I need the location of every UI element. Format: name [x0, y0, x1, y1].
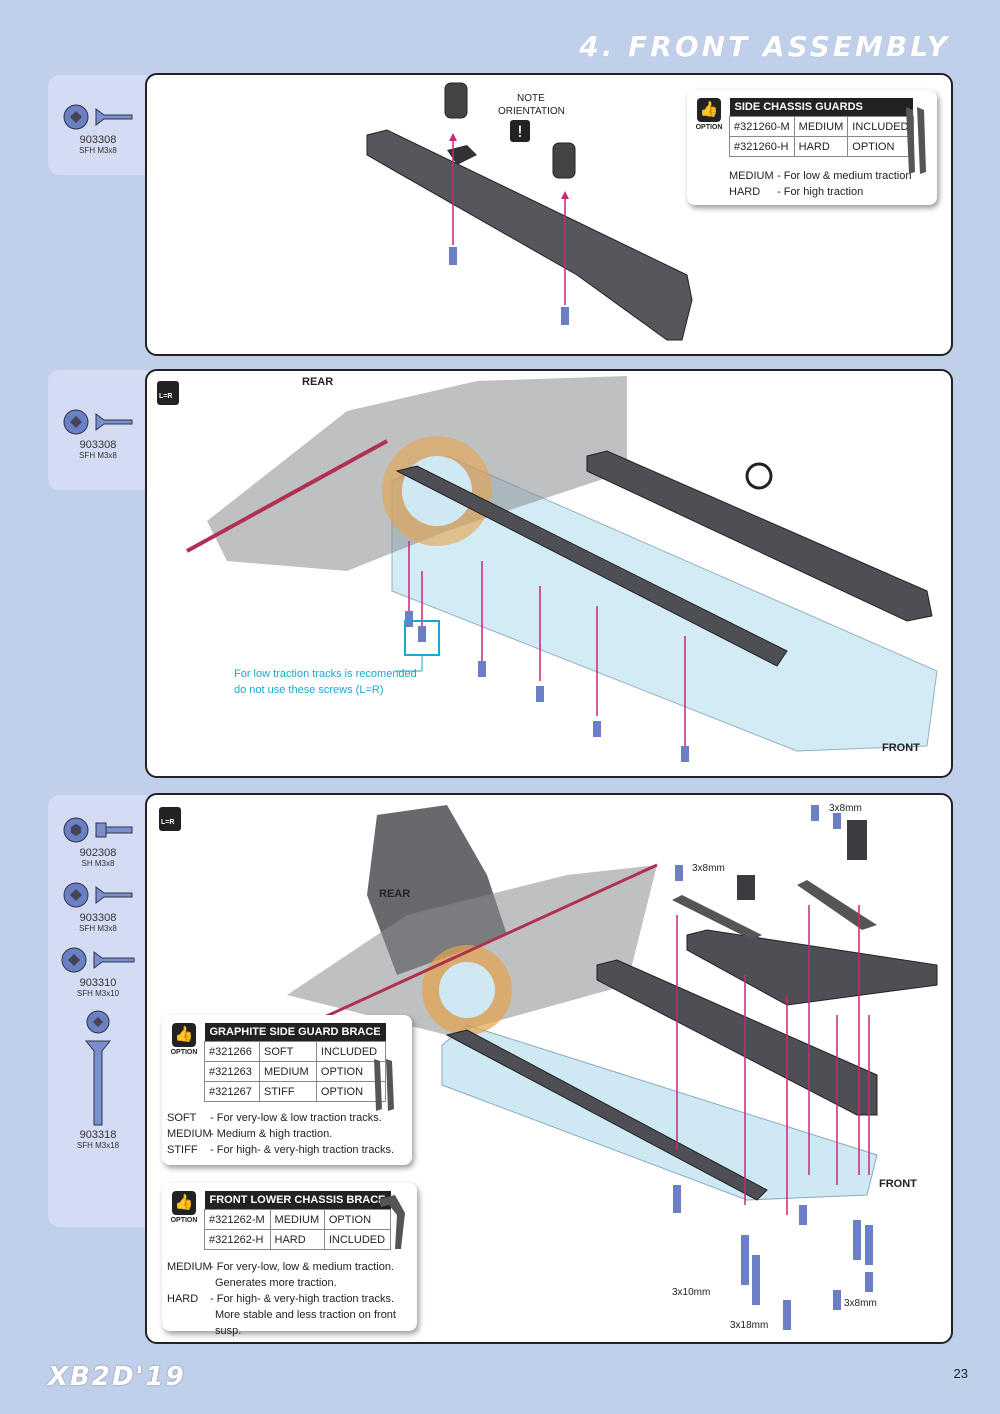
note-line1: NOTE: [517, 93, 545, 104]
option-descriptions: MEDIUM- For very-low, low & medium tract…: [167, 1261, 396, 1337]
option-table-title: SIDE CHASSIS GUARDS: [729, 98, 913, 117]
thumbs-up-icon: 👍: [172, 1023, 196, 1047]
table-row: #321260-M MEDIUM INCLUDED: [729, 116, 914, 137]
step3-panel: L=R REAR FRONT 3x8mm 3x8mm 3x10mm 3x18mm…: [145, 793, 953, 1344]
rear-label: REAR: [302, 376, 334, 388]
front-label: FRONT: [882, 742, 920, 754]
note-line2: ORIENTATION: [498, 106, 565, 117]
screw-head-icon: [63, 882, 89, 908]
screw-side-icon: [95, 413, 133, 431]
screw-code: 903308: [79, 134, 117, 146]
front-lower-chassis-brace-box: 👍 OPTION FRONT LOWER CHASSIS BRACE #3212…: [162, 1183, 417, 1337]
screw-side-icon: [93, 951, 135, 969]
option-table: GRAPHITE SIDE GUARD BRACE #321266 SOFT I…: [204, 1023, 387, 1102]
screw-902308: 902308 SH M3x8: [48, 813, 148, 868]
step1-screw-sidebar: 903308 SFH M3x8: [48, 75, 148, 175]
side-chassis-guards-option-box: 👍 OPTION SIDE CHASSIS GUARDS #321260-M M…: [687, 90, 937, 205]
long-screw-side-icon: [84, 1040, 112, 1126]
lr-badge: L=R: [161, 819, 175, 826]
dim-label-3x10: 3x10mm: [672, 1287, 711, 1298]
page-number: 23: [953, 1366, 968, 1381]
step3-screw-sidebar: 902308 SH M3x8 903308 SFH M3x8 903310 SF…: [48, 795, 148, 1227]
rear-label: REAR: [379, 888, 411, 900]
option-badge: 👍 OPTION: [168, 1023, 200, 1056]
thumbs-up-icon: 👍: [697, 98, 721, 122]
product-logo: XB2D'19: [48, 1362, 186, 1392]
side-chassis-guard-illustration: !: [366, 82, 693, 341]
front-label: FRONT: [879, 1178, 917, 1190]
chassis-brace-part-icon: [379, 1195, 405, 1249]
screw-903308: 903308 SFH M3x8: [48, 405, 148, 460]
option-badge: 👍 OPTION: [168, 1191, 200, 1224]
step2-panel: L=R REAR FRONT For low traction tracks i…: [145, 369, 953, 778]
option-badge: 👍 OPTION: [693, 98, 725, 131]
option-table-title: GRAPHITE SIDE GUARD BRACE: [204, 1023, 386, 1042]
dim-label-3x8-top: 3x8mm: [829, 803, 862, 814]
lr-badge: L=R: [159, 393, 173, 400]
screw-desc: SFH M3x8: [79, 451, 117, 460]
front-assembly-illustration: [159, 805, 938, 1330]
thumbs-up-icon: 👍: [172, 1191, 196, 1215]
screw-903318: 903318 SFH M3x18: [48, 1008, 148, 1150]
table-row: #321260-H HARD OPTION: [729, 136, 914, 157]
table-row: #321263 MEDIUM OPTION: [204, 1061, 387, 1082]
screw-desc: SFH M3x8: [79, 146, 117, 155]
option-descriptions: MEDIUM- For low & medium traction HARD- …: [729, 170, 912, 198]
screw-side-icon: [95, 886, 133, 904]
screw-head-icon: [61, 947, 87, 973]
table-row: #321266 SOFT INCLUDED: [204, 1041, 387, 1062]
option-table-title: FRONT LOWER CHASSIS BRACE: [204, 1191, 391, 1210]
dim-label-3x18: 3x18mm: [730, 1320, 769, 1331]
chassis-assembly-illustration: [157, 376, 938, 762]
table-row: #321262-M MEDIUM OPTION: [204, 1209, 392, 1230]
step1-panel: ! NOTE ORIENTATION 👍 OPTION SIDE CHASSIS…: [145, 73, 953, 356]
screw-903310: 903310 SFH M3x10: [48, 943, 148, 998]
option-descriptions: SOFT- For very-low & low traction tracks…: [167, 1112, 395, 1156]
table-row: #321267 STIFF OPTION: [204, 1081, 387, 1102]
screw-code: 903308: [79, 439, 117, 451]
step2-screw-sidebar: 903308 SFH M3x8: [48, 370, 148, 490]
screw-903308: 903308 SFH M3x8: [48, 878, 148, 933]
page-title: 4. FRONT ASSEMBLY: [579, 30, 950, 63]
dim-label-3x8-bottom: 3x8mm: [844, 1298, 877, 1309]
screw-903308: 903308 SFH M3x8: [48, 100, 148, 155]
option-table: SIDE CHASSIS GUARDS #321260-M MEDIUM INC…: [729, 98, 914, 157]
screw-head-icon: [63, 104, 89, 130]
screw-side-icon: [95, 108, 133, 126]
table-row: #321262-H HARD INCLUDED: [204, 1229, 392, 1250]
graphite-side-guard-brace-box: 👍 OPTION GRAPHITE SIDE GUARD BRACE #3212…: [162, 1015, 412, 1165]
screw-head-icon: [63, 409, 89, 435]
socket-head-icon: [63, 817, 89, 843]
brace-part-icon: [374, 1059, 394, 1111]
option-table: FRONT LOWER CHASSIS BRACE #321262-M MEDI…: [204, 1191, 392, 1250]
low-traction-note: For low traction tracks is recomended do…: [234, 668, 417, 696]
screw-side-icon: [95, 822, 133, 838]
guard-part-icon: [906, 107, 926, 174]
svg-text:!: !: [517, 122, 523, 141]
dim-label-3x8-mid: 3x8mm: [692, 863, 725, 874]
screw-head-icon: [86, 1010, 110, 1034]
